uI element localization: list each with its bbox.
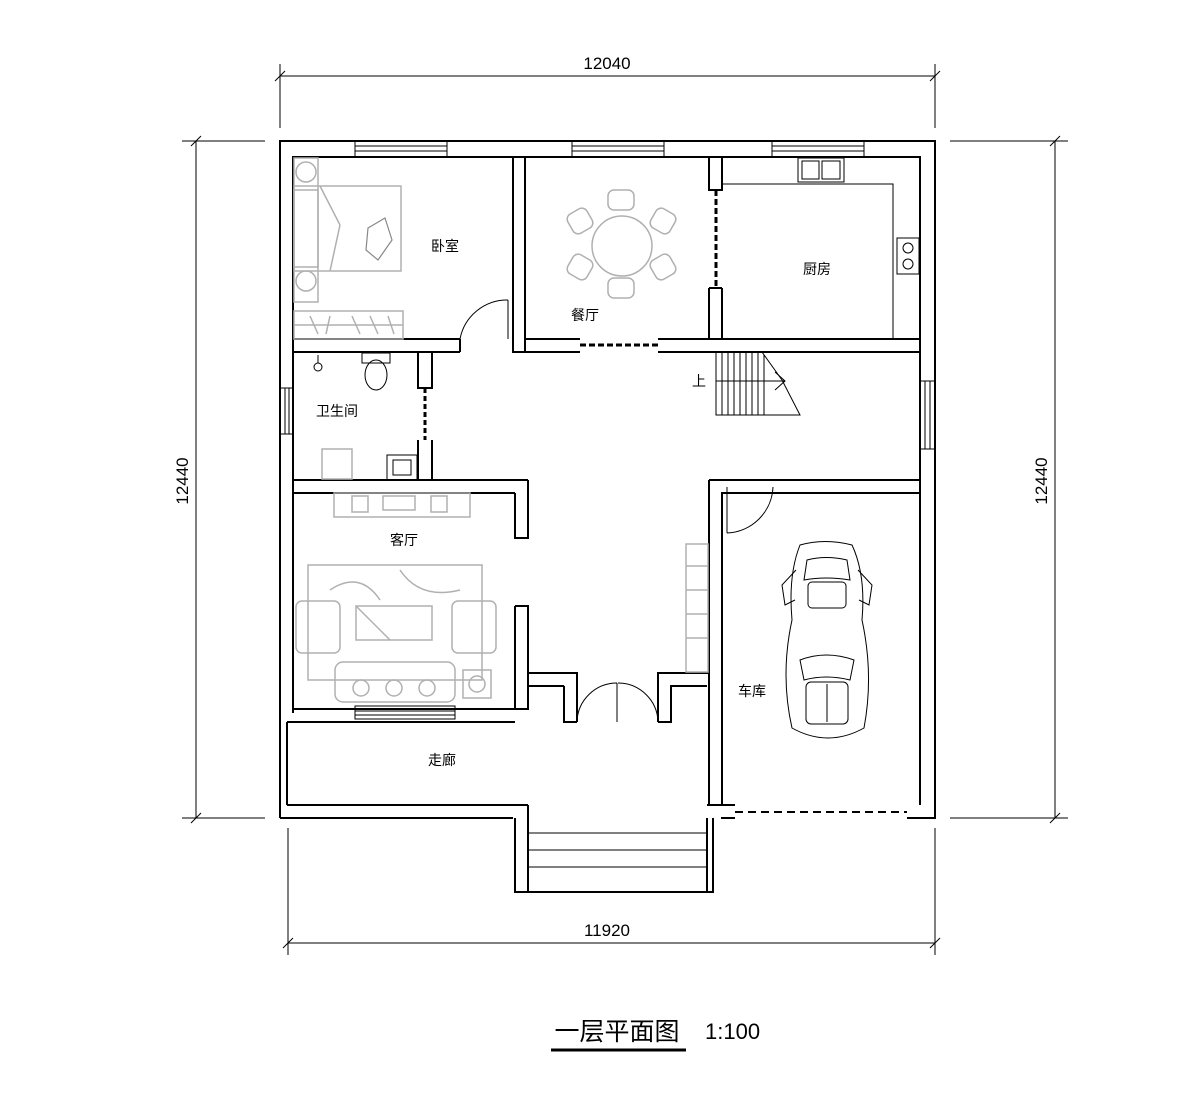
living-furniture — [295, 492, 497, 703]
entrance-steps — [514, 818, 714, 893]
car — [781, 541, 873, 739]
windows — [279, 140, 936, 720]
drawing-scale: 1:100 — [705, 1019, 760, 1044]
hall-cabinet — [685, 543, 709, 673]
room-label-dining: 餐厅 — [571, 308, 599, 324]
drawing-title-name: 一层平面图 — [554, 1017, 679, 1046]
room-label-living: 客厅 — [390, 532, 418, 549]
dimension-top: 12040 — [274, 54, 941, 128]
dimension-right: 12440 — [950, 135, 1068, 824]
room-label-kitchen: 厨房 — [803, 262, 831, 278]
dimension-bottom: 11920 — [282, 828, 941, 955]
stairs: 上 — [692, 351, 801, 416]
kitchen-counter — [722, 157, 920, 339]
dimension-bottom-label: 11920 — [584, 921, 630, 940]
dimension-right-label: 12440 — [1032, 457, 1051, 504]
bed — [293, 157, 402, 303]
doors — [423, 190, 774, 723]
dimension-left: 12440 — [173, 135, 265, 824]
bathroom-fixtures — [313, 352, 418, 481]
room-label-garage: 车库 — [738, 683, 766, 700]
drawing-title: 一层平面图 1:100 — [551, 1017, 760, 1052]
room-label-corridor: 走廊 — [428, 752, 456, 769]
dimension-left-label: 12440 — [173, 457, 192, 504]
wardrobe — [293, 310, 404, 340]
dining-table — [566, 189, 677, 299]
stairs-up-label: 上 — [692, 374, 706, 390]
room-label-bedroom: 卧室 — [431, 238, 459, 255]
room-label-bathroom: 卫生间 — [316, 404, 358, 420]
dimension-top-label: 12040 — [583, 54, 630, 73]
room-labels: 卧室 餐厅 厨房 卫生间 客厅 走廊 车库 — [316, 238, 831, 769]
